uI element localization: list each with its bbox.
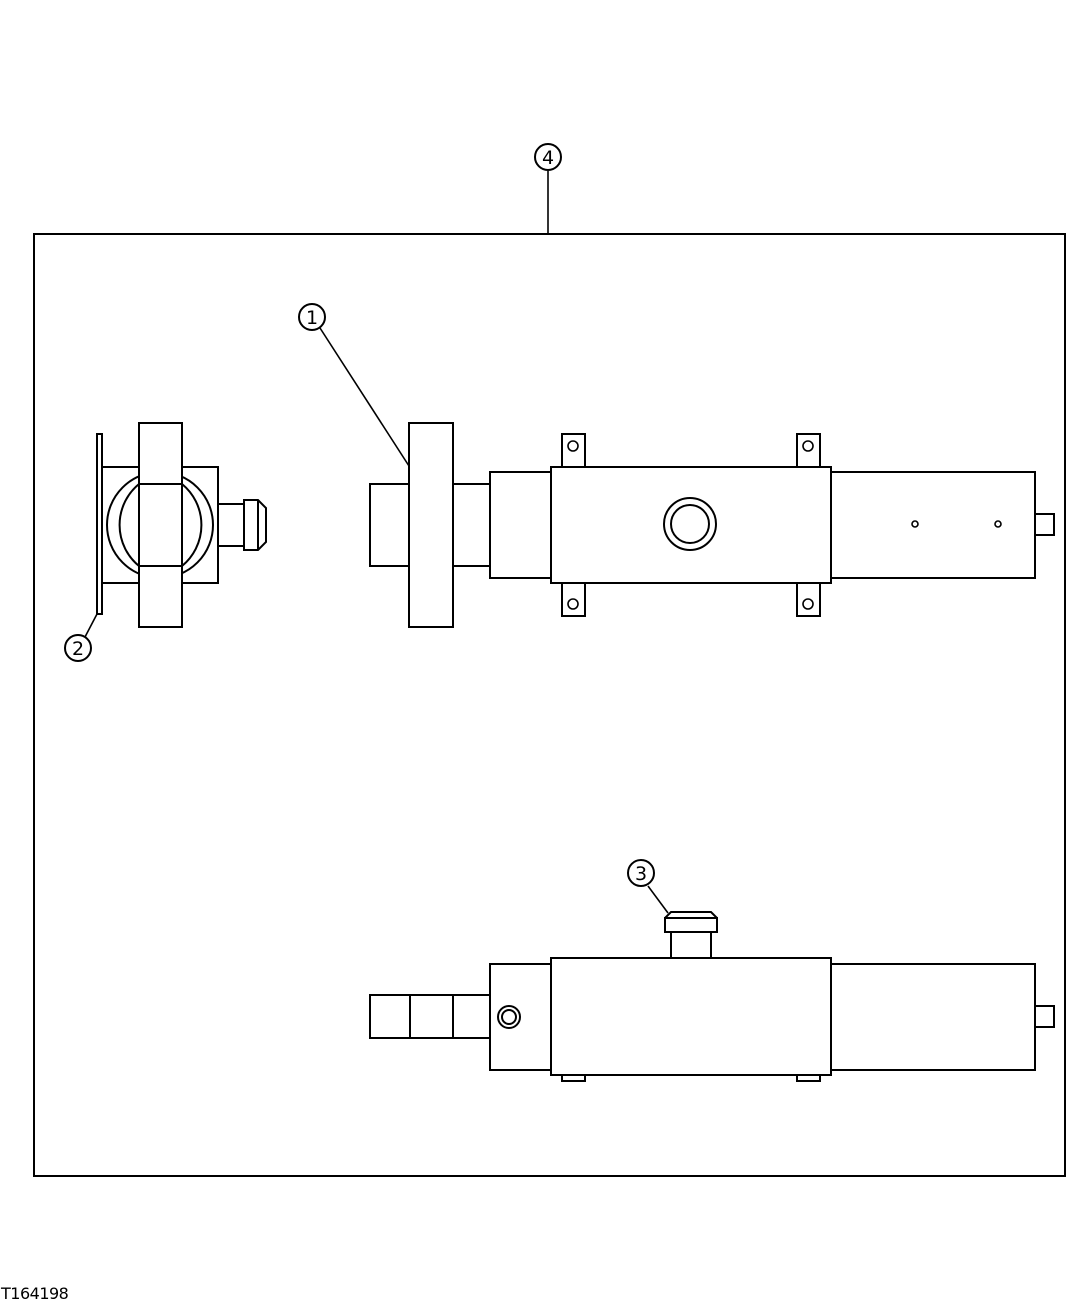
end-vertical-bar <box>138 422 183 628</box>
callout-4: 4 <box>534 143 562 234</box>
port-inner <box>670 504 710 544</box>
callout-4-label: 4 <box>542 147 554 169</box>
side-view-cylinder <box>369 911 1055 1082</box>
callout-3-label: 3 <box>635 863 647 885</box>
end-cap <box>1034 513 1055 536</box>
end-fitting-stem <box>217 503 245 547</box>
neck <box>452 483 491 567</box>
side-right-barrel <box>830 963 1036 1071</box>
callout-2: 2 <box>64 613 98 662</box>
foot-left <box>561 1074 586 1082</box>
side-end-cap <box>1034 1005 1055 1028</box>
right-barrel <box>830 471 1036 579</box>
flange <box>408 422 454 628</box>
rod-end-block <box>369 483 411 567</box>
callout-2-label: 2 <box>72 638 84 660</box>
left-body <box>489 471 552 579</box>
end-view-assembly <box>96 422 267 628</box>
top-fitting-stem <box>670 931 712 959</box>
callout-1: 1 <box>298 303 410 467</box>
callout-1-label: 1 <box>306 307 318 329</box>
main-body <box>550 466 832 584</box>
kit-frame <box>33 233 1066 1177</box>
figure-id: T164198 <box>1 1284 69 1303</box>
callout-3: 3 <box>627 859 669 914</box>
foot-right <box>796 1074 821 1082</box>
end-fitting-tip <box>243 499 267 551</box>
rod-segments <box>369 994 491 1039</box>
top-fitting-chamfer <box>664 911 718 919</box>
top-view-cylinder <box>369 422 1055 628</box>
side-main-body <box>550 957 832 1076</box>
top-fitting-cap <box>664 917 718 933</box>
port-outer <box>663 497 717 551</box>
